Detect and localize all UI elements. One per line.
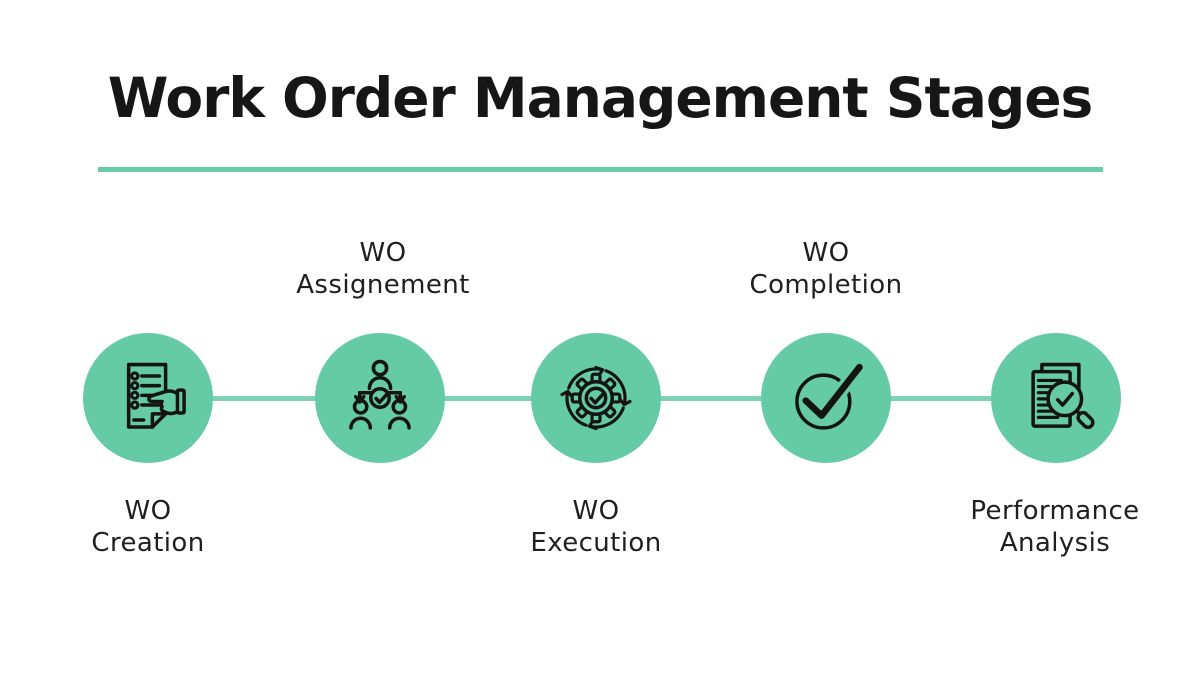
stage-label-wo-assignment: WO Assignement bbox=[228, 237, 538, 301]
title-underline bbox=[98, 167, 1103, 172]
stage-label-line: Analysis bbox=[999, 528, 1111, 558]
stage-label-line: Assignement bbox=[296, 270, 470, 300]
gear-cycle-icon bbox=[560, 365, 632, 431]
stage-label-wo-execution: WO Execution bbox=[441, 495, 751, 559]
stage-label-wo-creation: WO Creation bbox=[0, 495, 303, 559]
checklist-hand-icon bbox=[126, 362, 186, 429]
stage-label-line: Execution bbox=[530, 528, 662, 558]
stage-circle-performance-analysis bbox=[991, 333, 1121, 463]
stage-label-line: WO bbox=[802, 238, 850, 268]
page-title: Work Order Management Stages bbox=[107, 66, 1094, 130]
stage-label-line: Creation bbox=[91, 528, 205, 558]
stage-label-line: WO bbox=[359, 238, 407, 268]
check-circle-icon bbox=[795, 360, 867, 430]
stage-circle-wo-creation bbox=[83, 333, 213, 463]
stage-label-line: Performance bbox=[970, 496, 1140, 526]
stage-circle-wo-assignment bbox=[315, 333, 445, 463]
stage-label-line: Completion bbox=[749, 270, 903, 300]
stage-circle-wo-completion bbox=[761, 333, 891, 463]
stage-circle-wo-execution bbox=[531, 333, 661, 463]
stage-label-wo-completion: WO Completion bbox=[671, 237, 981, 301]
stage-label-performance-analysis: Performance Analysis bbox=[900, 495, 1200, 559]
document-magnifier-icon bbox=[1031, 362, 1095, 430]
stage-label-line: WO bbox=[124, 496, 172, 526]
stage-label-line: WO bbox=[572, 496, 620, 526]
team-assignment-icon bbox=[349, 359, 411, 430]
